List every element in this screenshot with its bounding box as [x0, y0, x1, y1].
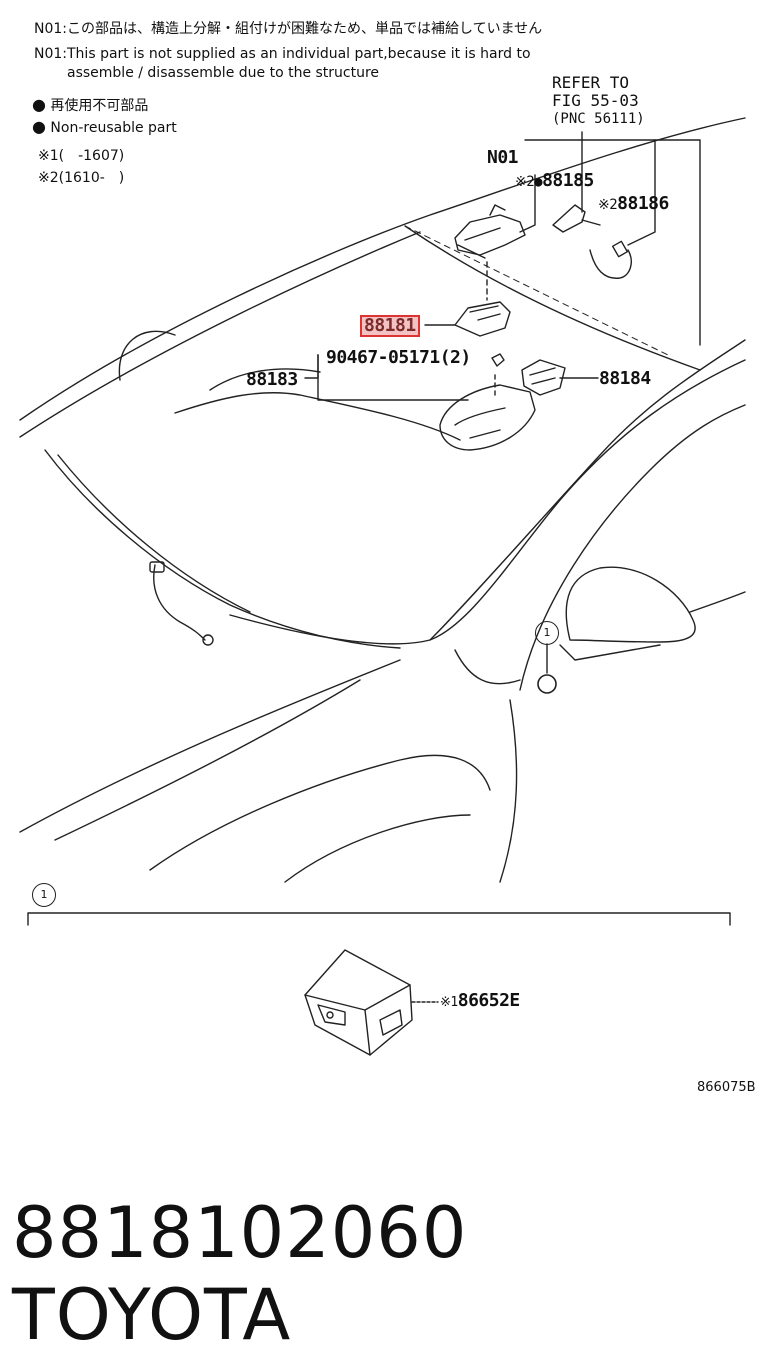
- roof-line-outer: [19, 117, 746, 421]
- refer-line2: FIG 55-03: [552, 91, 639, 110]
- legend-en: Non-reusable part: [50, 120, 177, 136]
- part-88186-number: 88186: [617, 193, 669, 214]
- part-label-88183[interactable]: 88183: [246, 369, 298, 390]
- non-reusable-bullet-icon: ●: [32, 95, 46, 114]
- section-divider: [27, 912, 731, 926]
- section-1-marker: 1: [32, 883, 56, 907]
- non-reusable-bullet-icon: ●: [32, 117, 46, 136]
- part-86652e-hole: [326, 1011, 334, 1019]
- part-label-88181-highlighted[interactable]: 88181: [360, 315, 420, 337]
- body-right: [689, 591, 746, 613]
- headliner-curve: [174, 392, 461, 441]
- a-pillar-right-2: [519, 404, 746, 691]
- part-label-88185[interactable]: ※2●88185: [515, 170, 594, 191]
- part-88181-body: [454, 301, 511, 337]
- part-label-86652e[interactable]: ※186652E: [440, 990, 520, 1011]
- refer-line1: REFER TO: [552, 73, 630, 92]
- part-label-88186[interactable]: ※288186: [598, 193, 669, 214]
- hood-curve: [149, 754, 491, 871]
- windshield-bottom: [229, 359, 746, 645]
- part-88183-cover: [439, 384, 536, 451]
- part-label-88184[interactable]: 88184: [599, 368, 651, 389]
- footer-part-number: 8818102060: [12, 1192, 468, 1274]
- refer-to-label[interactable]: REFER TO FIG 55-03 (PNC 56111): [552, 74, 645, 128]
- part-88186-prefix: ※2: [598, 197, 618, 213]
- footer-title: 8818102060TOYOTA: [12, 1192, 760, 1356]
- body-lower-2: [54, 679, 361, 841]
- leader-88183-top: [304, 354, 319, 379]
- part-88186-wire: [589, 249, 632, 279]
- part-88181-detail: [469, 305, 501, 321]
- legend-en-row: ● Non-reusable part: [32, 117, 177, 136]
- part-label-90467[interactable]: 90467-05171(2): [326, 347, 471, 368]
- mirror-right-base: [559, 644, 661, 661]
- callout-1-marker[interactable]: 1: [535, 621, 559, 645]
- part-88185: [552, 204, 586, 233]
- mirror-left: [118, 330, 176, 381]
- mirror-right: [565, 566, 696, 643]
- part-88186-plug: [611, 240, 629, 258]
- part-n01-bracket: [454, 214, 526, 256]
- leader-refer-bracket: [524, 139, 701, 346]
- figure-code: 866075B: [697, 1080, 756, 1095]
- part-86652e-number: 86652E: [457, 990, 521, 1011]
- part-label-n01: N01: [487, 147, 519, 168]
- leader-refer-2: [627, 139, 656, 246]
- part-86652e-front: [364, 1009, 371, 1056]
- refer-line3: (PNC 56111): [552, 111, 645, 127]
- a-pillar-right: [429, 339, 746, 641]
- part-88183-detail: [454, 407, 506, 439]
- part-88184-clip: [521, 359, 566, 396]
- part-88184-detail: [529, 367, 556, 385]
- cable-left: [153, 564, 206, 641]
- part-88185-number: 88185: [542, 170, 594, 191]
- windshield-top-edge: [404, 225, 701, 371]
- body-lower-1: [19, 659, 401, 833]
- part-86652e-detail: [317, 1004, 403, 1036]
- headliner-curve-2: [209, 368, 321, 391]
- part-86652e-body: [304, 949, 413, 1056]
- windshield-left-inner: [57, 454, 251, 613]
- part-n01-bracket-detail: [457, 204, 506, 259]
- note-n01-jp: N01:この部品は、構造上分解・組付けが困難なため、単品では補給していません: [34, 21, 543, 37]
- legend-ref1: ※1( -1607): [38, 148, 125, 164]
- legend-jp: 再使用不可部品: [50, 98, 149, 114]
- cable-connector: [202, 634, 214, 646]
- note-n01-en-line1: N01:This part is not supplied as an indi…: [34, 46, 531, 62]
- leader-n01: [519, 174, 536, 233]
- windshield-dashed: [404, 225, 671, 357]
- note-n01-en-line2: assemble / disassemble due to the struct…: [67, 65, 380, 81]
- part-88185-prefix: ※2●: [515, 174, 543, 190]
- footer-brand: TOYOTA: [12, 1274, 292, 1356]
- hood-curve-2: [284, 814, 471, 883]
- leader-88185: [581, 219, 601, 226]
- door-line-2: [499, 699, 518, 883]
- part-86652e-prefix: ※1: [440, 995, 458, 1010]
- cable-clip: [149, 561, 165, 573]
- windshield-left-edge: [44, 449, 401, 649]
- callout-ring: [537, 674, 557, 694]
- legend-ref2: ※2(1610- ): [38, 170, 125, 186]
- door-line-1: [454, 649, 521, 685]
- legend-jp-row: ● 再使用不可部品: [32, 95, 148, 115]
- part-90467-screw: [491, 353, 505, 367]
- roof-line-inner: [19, 231, 421, 438]
